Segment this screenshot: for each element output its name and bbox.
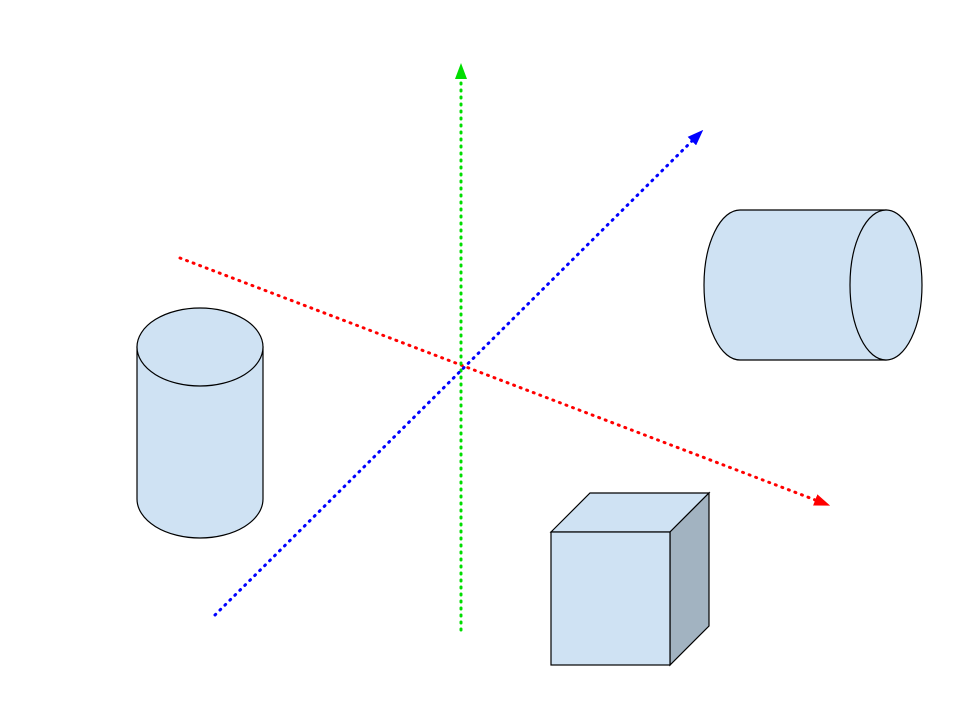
horizontal-cylinder-end (849, 209, 923, 361)
cube (549, 491, 711, 667)
z-axis (213, 129, 704, 617)
vertical-cylinder-body (136, 346, 264, 539)
x-axis (178, 256, 831, 506)
horizontal-cylinder-body (703, 209, 887, 361)
vertical-cylinder-top (136, 307, 264, 387)
cube-front-face (550, 531, 671, 666)
vertical-cylinder (136, 307, 264, 539)
axes-group (178, 63, 831, 632)
horizontal-cylinder (703, 209, 923, 361)
